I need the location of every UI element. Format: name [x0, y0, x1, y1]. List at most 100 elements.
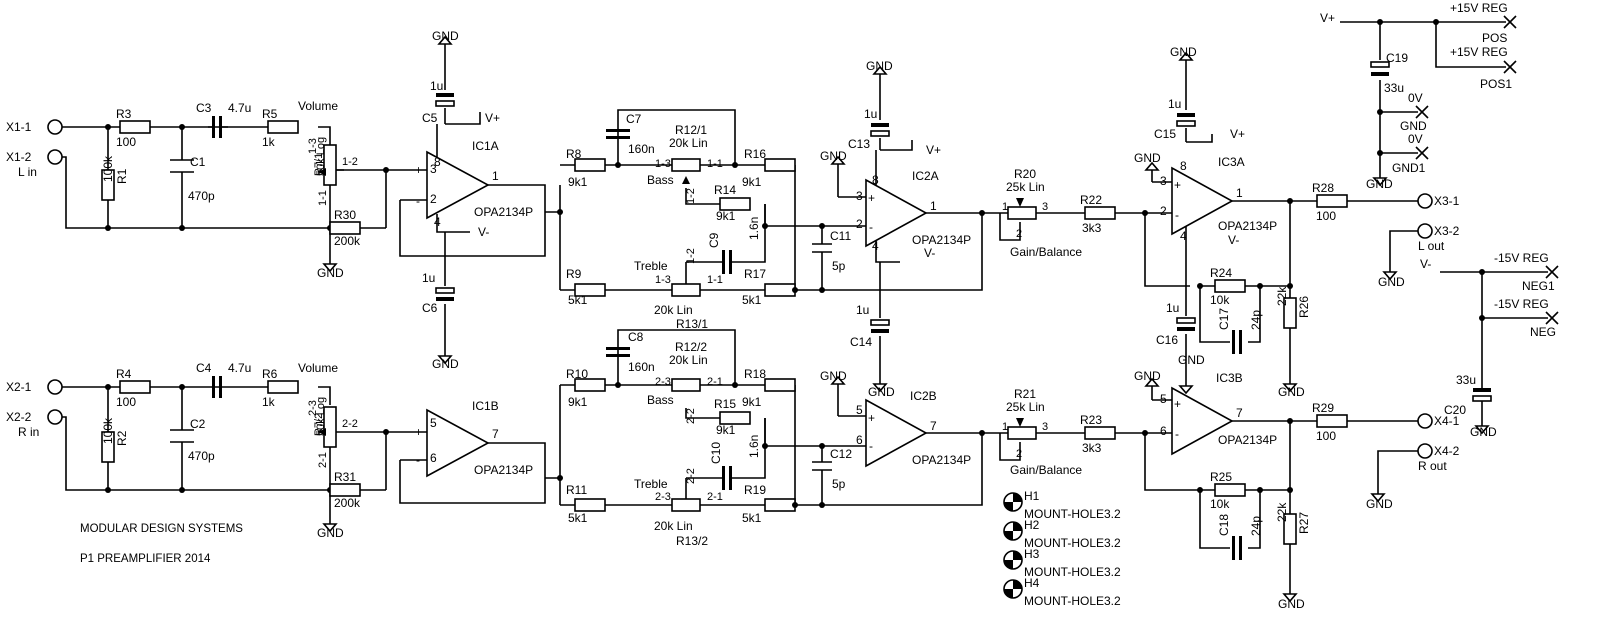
x2-2-label: X2-2 — [6, 410, 32, 424]
ic2a-pin1: 1 — [930, 199, 937, 213]
c8-value: 160n — [628, 360, 655, 374]
r17-value: 5k1 — [742, 293, 762, 307]
h4-label: H4 — [1024, 576, 1040, 590]
r20-gainbal: Gain/Balance — [1010, 245, 1082, 259]
gnd-ic2a: GND — [820, 149, 847, 163]
r3-label: R3 — [116, 107, 132, 121]
connector-x1-1 — [47, 119, 63, 135]
r1-label: R1 — [115, 168, 129, 184]
c9-value: 1.6n — [747, 217, 761, 240]
connector-x3-2 — [1417, 223, 1433, 239]
ic1a-pin3: 3 — [430, 162, 437, 176]
ic2-tone-amps: GND C11 5p 3 2 1 8 4 + - IC2A OPA2134P V… — [795, 59, 985, 508]
c1-value: 470p — [188, 189, 215, 203]
mount-hole-icon — [1003, 521, 1023, 541]
r12-1-pin13: 1-3 — [655, 158, 671, 170]
ic1a-plus: + — [415, 163, 422, 177]
gnd-x3: GND — [1378, 275, 1405, 289]
neg-reg-label-2: -15V REG — [1494, 297, 1549, 311]
l-in-label: L in — [18, 165, 37, 179]
x3-2-label: X3-2 — [1434, 224, 1460, 238]
h1-label: H1 — [1024, 489, 1040, 503]
ic3a-plus: + — [1174, 178, 1181, 192]
gnd-c13: GND — [866, 59, 893, 73]
ps-vminus: V- — [1420, 257, 1431, 271]
c8-label: C8 — [628, 330, 644, 344]
r12-2-pin23: 2-3 — [655, 376, 671, 388]
r6-value: 1k — [262, 395, 276, 409]
r25-value: 10k — [1210, 497, 1230, 511]
c17-label: C17 — [1217, 308, 1231, 330]
gnd1-label: GND1 — [1392, 161, 1426, 175]
r22-label: R22 — [1080, 193, 1102, 207]
r15-value: 9k1 — [716, 423, 736, 437]
r12-1-value: 20k Lin — [669, 136, 708, 150]
r26-label: R26 — [1297, 296, 1311, 318]
ic2b-pin5: 5 — [856, 403, 863, 417]
zero-v-label-2: 0V — [1408, 132, 1423, 146]
ic1a-vminus: V- — [478, 225, 489, 239]
ic2a-pin4: 4 — [872, 239, 879, 253]
connector-x4-2 — [1417, 443, 1433, 459]
c13-value: 1u — [864, 107, 877, 121]
r12-2-pin22: 2-2 — [685, 408, 697, 424]
pos-label: POS — [1482, 31, 1507, 45]
treble-label-2: Treble — [634, 477, 668, 491]
gnd-c6: GND — [432, 357, 459, 371]
r21-value: 25k Lin — [1006, 400, 1045, 414]
ic2b-pin7: 7 — [930, 419, 937, 433]
ic3b-part: OPA2134P — [1218, 433, 1277, 447]
c20-value: 33u — [1456, 373, 1476, 387]
mount-hole-icon — [1003, 579, 1023, 599]
r14-label: R14 — [714, 183, 736, 197]
ic3b-minus: - — [1175, 427, 1179, 441]
c13-label: C13 — [848, 137, 870, 151]
ic1a-vplus: V+ — [485, 111, 500, 125]
r27-value: 22k — [1275, 502, 1289, 522]
c2-label: C2 — [190, 417, 206, 431]
r25-label: R25 — [1210, 470, 1232, 484]
r13-1-pin11: 1-1 — [707, 274, 723, 286]
r11-label: R11 — [566, 483, 587, 497]
pos-reg-label-2: +15V REG — [1450, 45, 1508, 59]
r27-label: R27 — [1297, 512, 1311, 534]
r7-2-pin21: 2-1 — [317, 452, 329, 468]
connector-x4-1 — [1417, 413, 1433, 429]
h3-label: H3 — [1024, 547, 1040, 561]
r16-label: R16 — [744, 147, 766, 161]
c18-label: C18 — [1217, 514, 1231, 536]
r15-label: R15 — [714, 397, 736, 411]
r20-value: 25k Lin — [1006, 180, 1045, 194]
neg-reg-label: -15V REG — [1494, 251, 1549, 265]
c5-value: 1u — [430, 79, 443, 93]
r7-2-pin23: 2-3 — [307, 400, 319, 416]
mounting-holes: H1 MOUNT-HOLE3.2 H2 MOUNT-HOLE3.2 H3 MOU… — [1003, 489, 1121, 608]
c10-label: C10 — [709, 442, 723, 464]
r19-label: R19 — [744, 483, 766, 497]
r4-label: R4 — [116, 367, 132, 381]
gain-balance: R20 25k Lin 1 3 2 Gain/Balance R22 3k3 R… — [982, 167, 1145, 477]
connector-x2-1 — [47, 379, 63, 395]
r12-2-value: 20k Lin — [669, 353, 708, 367]
gnd-x4: GND — [1366, 497, 1393, 511]
r10-value: 9k1 — [568, 395, 588, 409]
gnd-c16: GND — [1178, 353, 1205, 367]
gnd-ic3a: GND — [1134, 151, 1161, 165]
ic3b-pin7: 7 — [1236, 406, 1243, 420]
c3-value: 4.7u — [228, 101, 251, 115]
ic1b-pin7: 7 — [492, 427, 499, 441]
c4-label: C4 — [196, 361, 212, 375]
treble-label: Treble — [634, 259, 668, 273]
gnd-label: GND — [317, 266, 344, 280]
ps-vplus: V+ — [1320, 11, 1335, 25]
r9-label: R9 — [566, 267, 582, 281]
ic3a-pin2: 2 — [1160, 204, 1167, 218]
c6-label: C6 — [422, 301, 438, 315]
l-out-label: L out — [1418, 239, 1445, 253]
r30-value: 200k — [334, 234, 361, 248]
r-in-label: R in — [18, 425, 39, 439]
ic1a-pin1: 1 — [492, 169, 499, 183]
r13-1-pin13: 1-3 — [655, 274, 671, 286]
r2-value: 100k — [101, 417, 115, 444]
